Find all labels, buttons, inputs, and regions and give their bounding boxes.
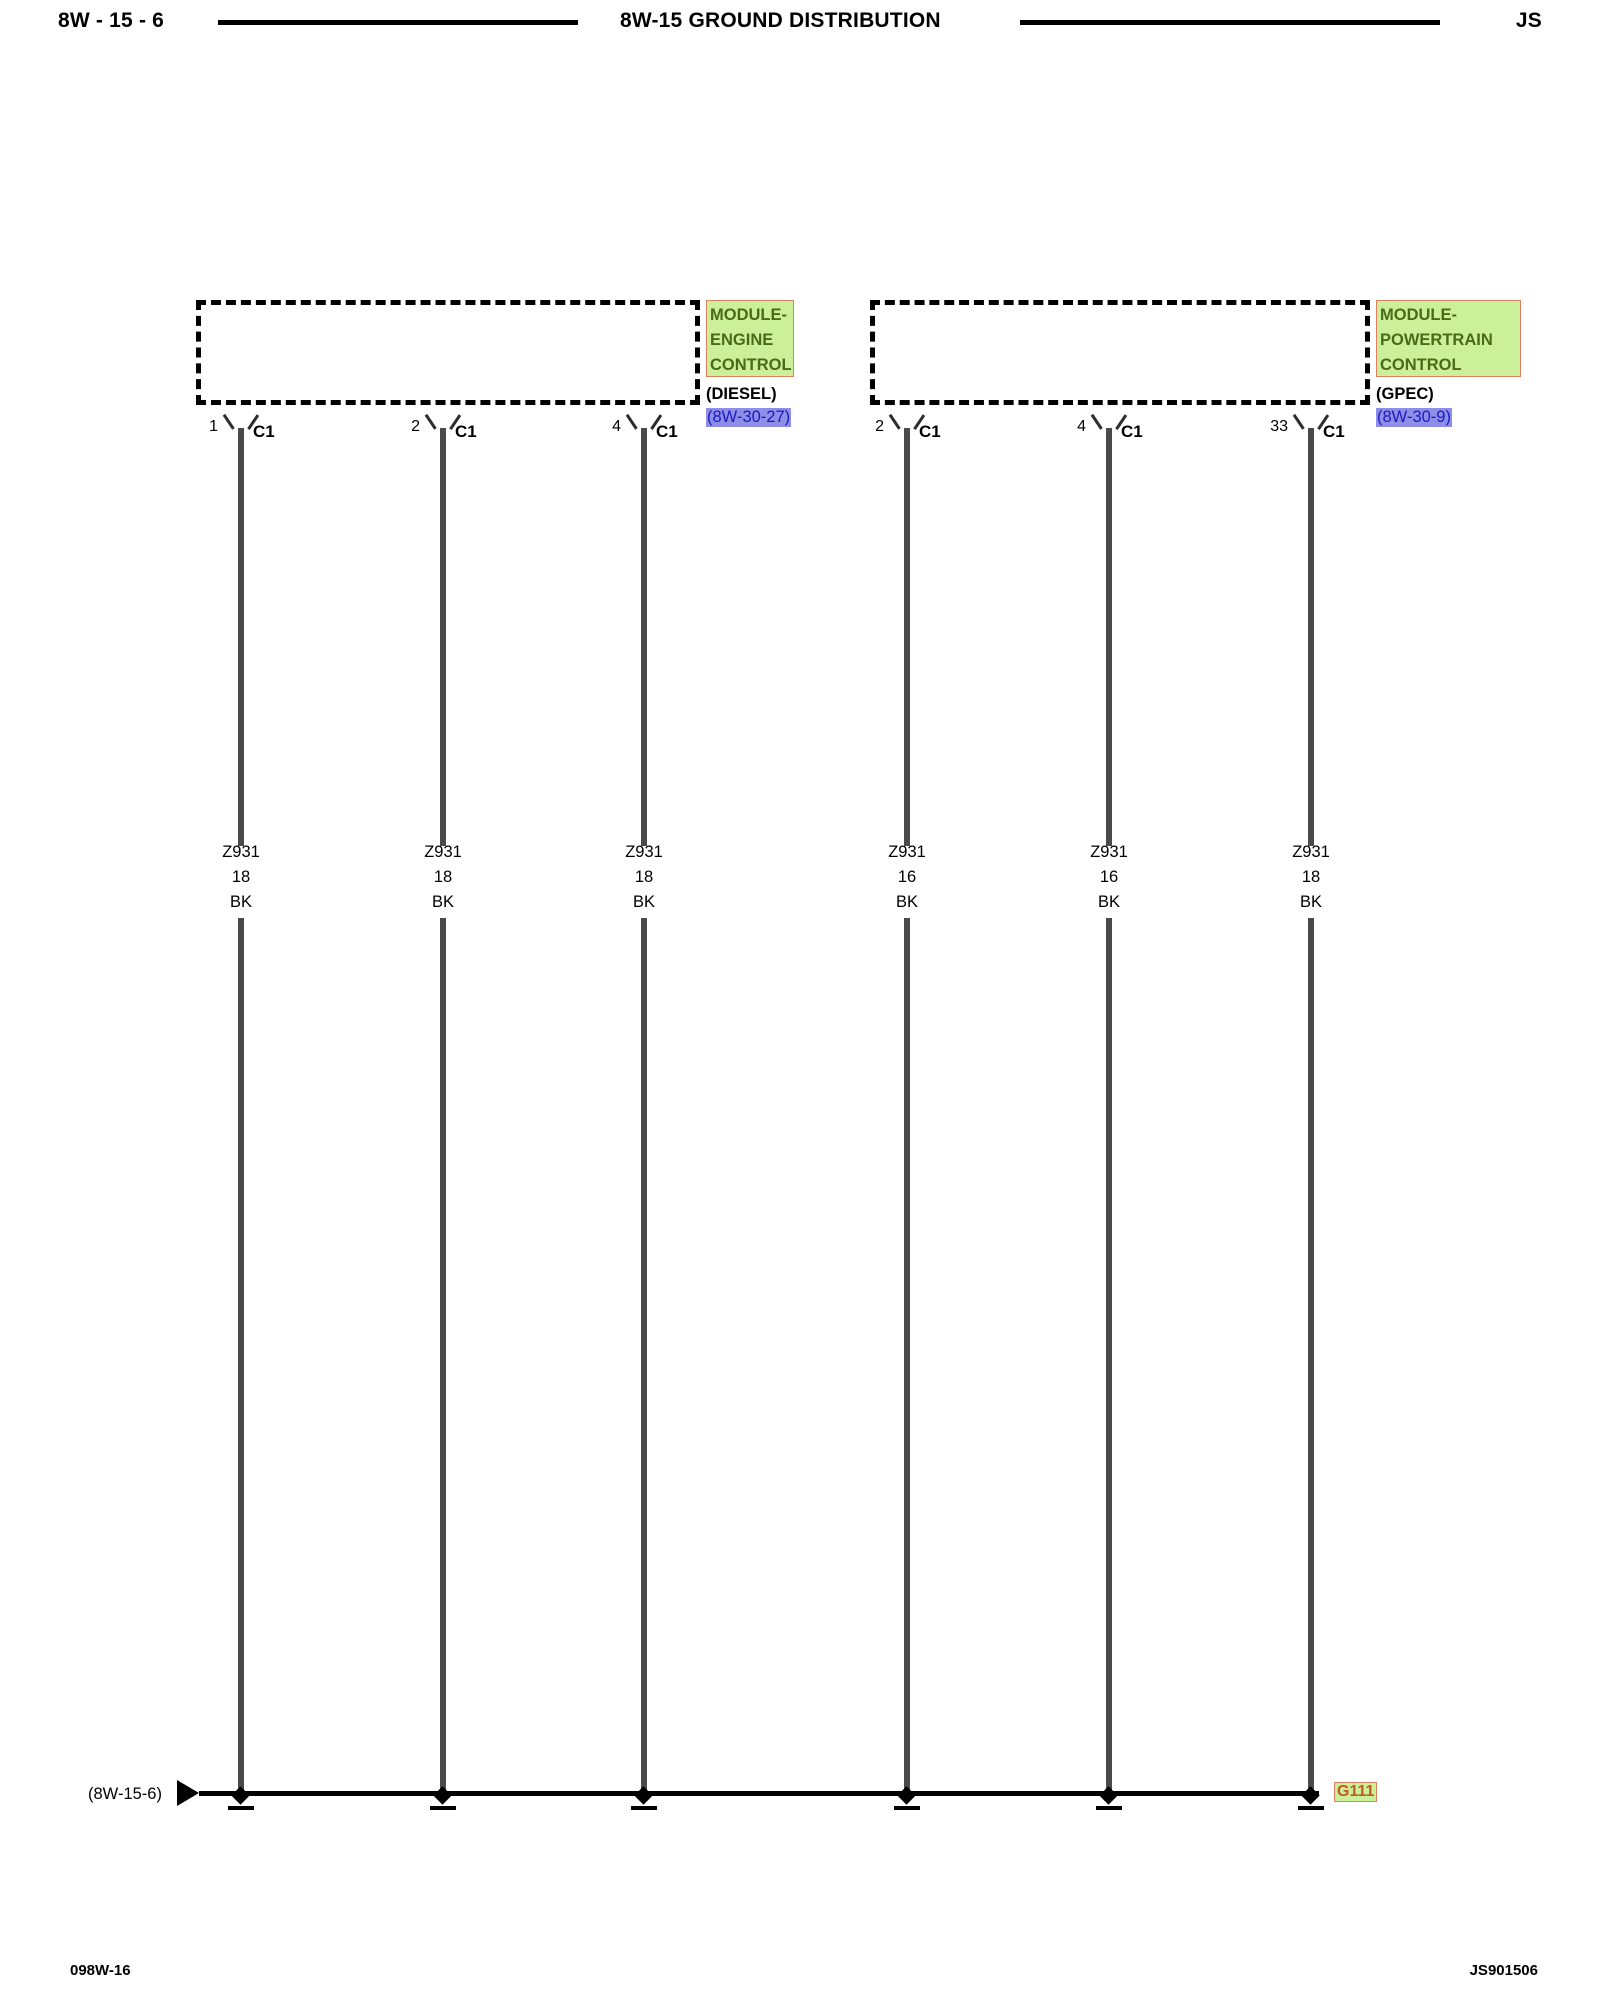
wire-gauge-l2: 18 [433,868,453,886]
pin-number-r1: 2 [875,418,884,435]
pin-number-r2: 4 [1077,418,1086,435]
ground-bus-line [199,1791,1319,1796]
module-box-engine-control [196,300,700,405]
ground-junction-l1 [221,1784,261,1814]
module-box-powertrain-control [870,300,1370,405]
footer-figure-code: JS901506 [1469,1962,1538,1979]
wire-r3-lower [1308,918,1314,1794]
wire-gauge-l3: 18 [634,868,654,886]
wire-color-r1: BK [895,893,918,911]
wire-r3-upper [1308,428,1314,846]
module-variant-engine-control: (DIESEL) [706,385,777,403]
wire-label-l2: Z931 18 BK [383,840,503,915]
header-rule-right [1020,20,1440,25]
bus-direction-arrow-icon [177,1780,199,1806]
pin-number-l1: 1 [209,418,218,435]
connector-name-r1: C1 [919,422,941,441]
ground-junction-r3 [1291,1784,1331,1814]
wire-l3-lower [641,918,647,1794]
module-reference-powertrain-control[interactable]: (8W-30-9) [1376,408,1452,427]
header-book-code: JS [1515,9,1542,32]
wire-r2-lower [1106,918,1112,1794]
wire-label-r2: Z931 16 BK [1049,840,1169,915]
wire-l2-upper [440,428,446,846]
footer-document-code: 098W-16 [70,1962,131,1979]
page-title: 8W-15 GROUND DISTRIBUTION [620,9,941,32]
wire-id-l2: Z931 [424,843,462,861]
wire-color-r3: BK [1299,893,1322,911]
module-label-powertrain-control: MODULE- POWERTRAIN CONTROL [1376,300,1521,377]
wire-label-l3: Z931 18 BK [584,840,704,915]
ground-junction-r2 [1089,1784,1129,1814]
connector-name-r3: C1 [1323,422,1345,441]
ground-junction-l3 [624,1784,664,1814]
pin-number-l3: 4 [612,418,621,435]
pin-number-l2: 2 [411,418,420,435]
connector-name-r2: C1 [1121,422,1143,441]
header-page-id: 8W - 15 - 6 [58,9,165,32]
wire-gauge-r2: 16 [1099,868,1119,886]
header-rule-left [218,20,578,25]
wire-label-r1: Z931 16 BK [847,840,967,915]
ground-point-label[interactable]: G111 [1334,1782,1378,1802]
bus-continuation-ref[interactable]: (8W-15-6) [88,1785,162,1803]
wire-r2-upper [1106,428,1112,846]
connector-name-l3: C1 [656,422,678,441]
wire-id-r1: Z931 [888,843,926,861]
module-variant-powertrain-control: (GPEC) [1376,385,1434,403]
wire-color-l3: BK [632,893,655,911]
module-reference-engine-control[interactable]: (8W-30-27) [706,408,792,427]
wire-label-l1: Z931 18 BK [181,840,301,915]
connector-name-l1: C1 [253,422,275,441]
pin-number-r3: 33 [1270,418,1288,435]
wire-id-l3: Z931 [625,843,663,861]
wire-gauge-r1: 16 [897,868,917,886]
wire-id-r2: Z931 [1090,843,1128,861]
wire-gauge-l1: 18 [231,868,251,886]
wire-l1-upper [238,428,244,846]
page-header: 8W - 15 - 6 8W-15 GROUND DISTRIBUTION JS [0,0,1600,50]
wire-color-r2: BK [1097,893,1120,911]
wire-gauge-r3: 18 [1301,868,1321,886]
wire-r1-lower [904,918,910,1794]
wire-l2-lower [440,918,446,1794]
wire-id-r3: Z931 [1292,843,1330,861]
wire-l3-upper [641,428,647,846]
wire-color-l1: BK [229,893,252,911]
wire-r1-upper [904,428,910,846]
connector-name-l2: C1 [455,422,477,441]
wire-label-r3: Z931 18 BK [1251,840,1371,915]
ground-junction-l2 [423,1784,463,1814]
wire-id-l1: Z931 [222,843,260,861]
ground-junction-r1 [887,1784,927,1814]
module-label-engine-control: MODULE- ENGINE CONTROL [706,300,794,377]
wire-l1-lower [238,918,244,1794]
wire-color-l2: BK [431,893,454,911]
